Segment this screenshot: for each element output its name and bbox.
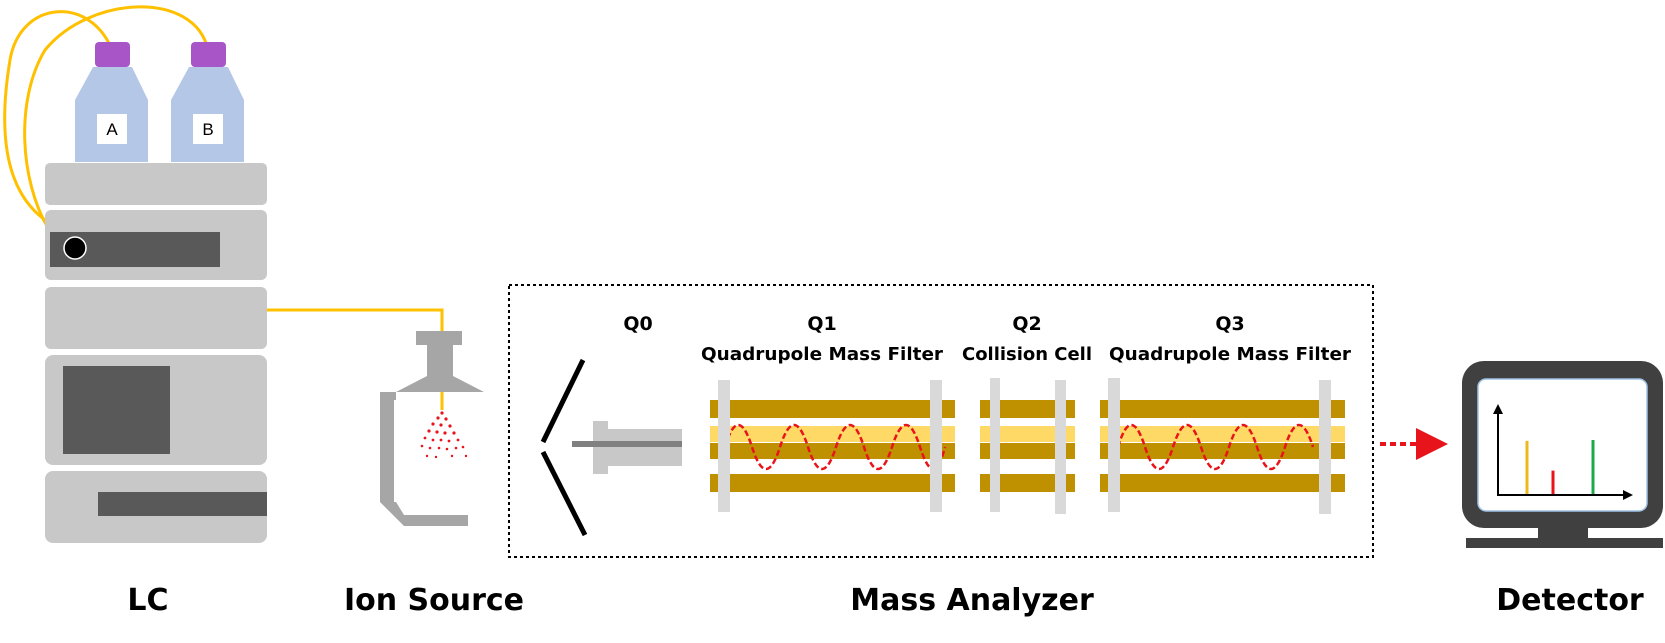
q3-entrance-lens bbox=[1108, 378, 1120, 512]
q1-quadrupole bbox=[710, 380, 955, 512]
bottle-cap-b bbox=[191, 42, 226, 67]
q1-label: Q1 bbox=[807, 313, 836, 335]
ion-source-neck bbox=[427, 344, 453, 376]
lc-column-module bbox=[45, 287, 267, 349]
q1-entrance-lens bbox=[718, 380, 730, 512]
label-ion-source: Ion Source bbox=[344, 583, 524, 618]
q1-rod-bottom bbox=[710, 474, 955, 492]
lc-instrument: A B bbox=[3, 5, 267, 543]
ion-source-cap bbox=[416, 331, 462, 345]
solvent-tube-a bbox=[3, 10, 114, 224]
label-mass-analyzer: Mass Analyzer bbox=[850, 583, 1094, 618]
q2-exit-lens bbox=[1055, 380, 1066, 514]
bottle-cap-a bbox=[95, 42, 130, 67]
monitor-stand bbox=[1466, 538, 1663, 548]
ion-source-base bbox=[380, 502, 468, 526]
q2-description: Collision Cell bbox=[962, 344, 1092, 365]
ion-source bbox=[380, 331, 484, 526]
q3-rod-mid bbox=[1100, 443, 1345, 459]
q0-ion-guide bbox=[540, 358, 682, 537]
label-lc: LC bbox=[127, 583, 168, 618]
spectrum-plot bbox=[1493, 404, 1633, 500]
bottle-label-b: B bbox=[202, 120, 213, 139]
q0-body bbox=[593, 421, 682, 474]
q1-description: Quadrupole Mass Filter bbox=[701, 344, 943, 365]
q1-ion-path bbox=[723, 424, 947, 470]
lc-tray-module bbox=[45, 163, 267, 205]
q0-label: Q0 bbox=[623, 313, 652, 335]
q1-rod-mid bbox=[710, 443, 955, 459]
lc-autosampler-window bbox=[63, 366, 170, 454]
ion-source-top-left bbox=[380, 392, 396, 400]
q2-rod-bottom bbox=[980, 474, 1075, 492]
spectrum-x-arrow bbox=[1623, 490, 1633, 500]
lc-base-slot bbox=[98, 492, 267, 516]
q2-entrance-lens bbox=[990, 378, 1000, 512]
ion-source-shoulder bbox=[396, 376, 484, 392]
solvent-tube-b bbox=[23, 5, 210, 229]
bottle-label-bg-b bbox=[193, 114, 223, 144]
q3-label: Q3 bbox=[1215, 313, 1244, 335]
lc-pump-indicator bbox=[63, 236, 87, 260]
q1-rod-mid-light bbox=[710, 426, 955, 442]
q0-lens-lower bbox=[540, 450, 588, 537]
bottle-label-a: A bbox=[106, 120, 118, 139]
q2-rod-mid-light bbox=[980, 426, 1075, 442]
q3-rod-mid-light bbox=[1100, 426, 1345, 442]
q2-collision-cell bbox=[980, 378, 1075, 514]
ion-source-wall-left bbox=[380, 392, 394, 502]
transfer-line bbox=[267, 308, 444, 410]
label-detector: Detector bbox=[1496, 583, 1644, 618]
mass-analyzer-boundary bbox=[508, 284, 1374, 558]
q3-description: Quadrupole Mass Filter bbox=[1109, 344, 1351, 365]
q1-exit-lens bbox=[930, 380, 942, 512]
q3-exit-lens bbox=[1319, 380, 1331, 514]
q2-rod-mid bbox=[980, 443, 1075, 459]
q0-capillary bbox=[572, 441, 682, 447]
q3-quadrupole bbox=[1100, 378, 1345, 514]
mass-analyzer: Q0 Q1 Quadrupole Mass Filter Q2 Collisio… bbox=[508, 284, 1374, 558]
q2-label: Q2 bbox=[1012, 313, 1041, 335]
spectrum-y-arrow bbox=[1493, 404, 1503, 414]
bottle-label-bg-a bbox=[97, 114, 127, 144]
q3-rod-bottom bbox=[1100, 474, 1345, 492]
solvent-bottle-a: A bbox=[75, 42, 148, 162]
q2-rod-top bbox=[980, 400, 1075, 418]
q1-rod-top bbox=[710, 400, 955, 418]
q3-ion-path bbox=[1116, 424, 1315, 470]
monitor-screen bbox=[1477, 378, 1648, 512]
q0-lens-upper bbox=[540, 358, 586, 444]
detector bbox=[1462, 361, 1663, 548]
spray-droplets bbox=[420, 411, 468, 459]
solvent-bottle-b: B bbox=[171, 42, 244, 162]
q3-rod-top bbox=[1100, 400, 1345, 418]
